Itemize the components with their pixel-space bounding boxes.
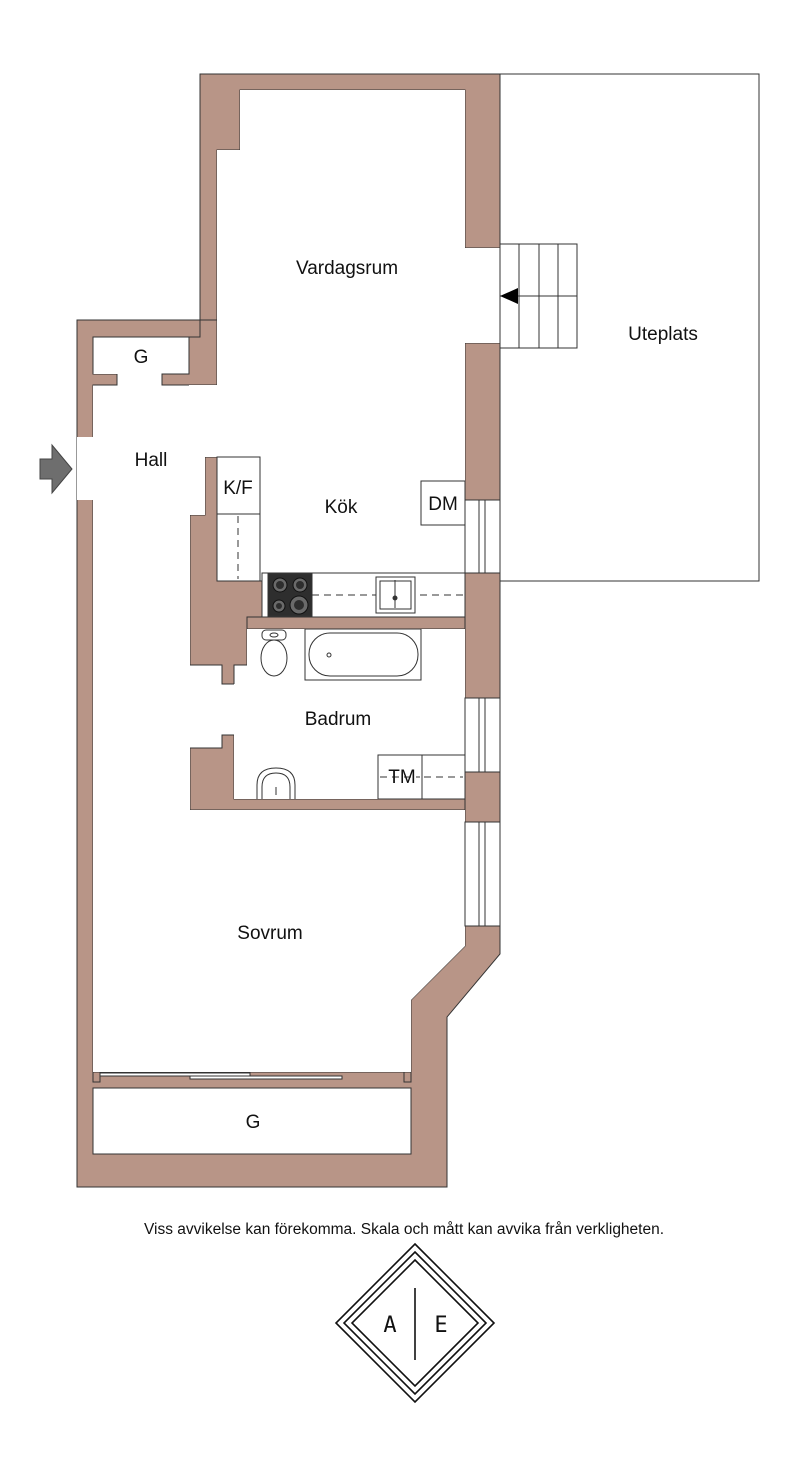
- window-bedroom: [464, 821, 501, 927]
- window-kitchen: [464, 499, 501, 574]
- closet-top-outline: [92, 336, 190, 386]
- kitchen-fixtures: [216, 456, 466, 618]
- washbasin-icon: [256, 767, 296, 799]
- floor-overlays: [93, 90, 465, 1072]
- label-vardagsrum: Vardagsrum: [296, 258, 398, 279]
- closet-top: [92, 336, 190, 386]
- wall-right-mid: [464, 572, 501, 699]
- stove-icon: [267, 573, 313, 617]
- label-fridge: K/F: [223, 478, 253, 499]
- label-kok: Kök: [325, 497, 358, 518]
- entrance-opening: [77, 437, 93, 500]
- sink-icon: [375, 576, 416, 614]
- label-uteplats: Uteplats: [628, 324, 698, 345]
- sliding-door: [189, 1075, 343, 1080]
- label-dishwasher: DM: [428, 494, 458, 515]
- washer-counter: [421, 754, 466, 800]
- bathroom-fixtures: [256, 628, 466, 800]
- living-room-area: [217, 90, 465, 573]
- label-closet-bottom: G: [246, 1112, 261, 1133]
- disclaimer-text: Viss avvikelse kan förekomma. Skala och …: [144, 1221, 664, 1238]
- label-badrum: Badrum: [305, 709, 372, 730]
- wall-bedroom-bottom-right: [403, 1071, 412, 1083]
- brand-logo: [334, 1242, 496, 1404]
- label-closet-top: G: [134, 347, 149, 368]
- logo-letter-right: E: [434, 1313, 447, 1338]
- dishwasher-box: [420, 480, 466, 526]
- bathroom-area-left: [234, 684, 247, 799]
- label-hall: Hall: [135, 450, 168, 471]
- bedroom-area: [93, 810, 465, 1072]
- fridge-box: [216, 456, 261, 515]
- logo-letter-left: A: [383, 1313, 396, 1338]
- toilet-icon: [260, 629, 288, 677]
- windows: [464, 499, 501, 927]
- window-kitchen-glass: [478, 499, 486, 574]
- wall-right-kitchen: [464, 342, 501, 501]
- wall-bedroom-bottom: [92, 1071, 101, 1083]
- hall-area: [93, 337, 217, 665]
- terrace-door-opening: [465, 248, 500, 343]
- sliding-doors: [93, 1072, 411, 1089]
- wall-kitchen-bath: [246, 616, 501, 630]
- window-bedroom-glass: [478, 821, 486, 927]
- label-sovrum: Sovrum: [237, 923, 302, 944]
- window-bath-glass: [478, 697, 486, 773]
- sliding-door: [99, 1072, 251, 1077]
- hall-corridor: [93, 665, 190, 810]
- entrance-arrow-icon: [39, 443, 73, 495]
- label-washer: TM: [388, 767, 415, 788]
- wall-right-bath: [464, 771, 501, 823]
- bathtub-icon: [304, 628, 422, 681]
- stairs-arrow-icon: [500, 288, 518, 304]
- window-bath: [464, 697, 501, 773]
- room-labels: Vardagsrum Uteplats G Hall Kök Badrum So…: [134, 258, 698, 1133]
